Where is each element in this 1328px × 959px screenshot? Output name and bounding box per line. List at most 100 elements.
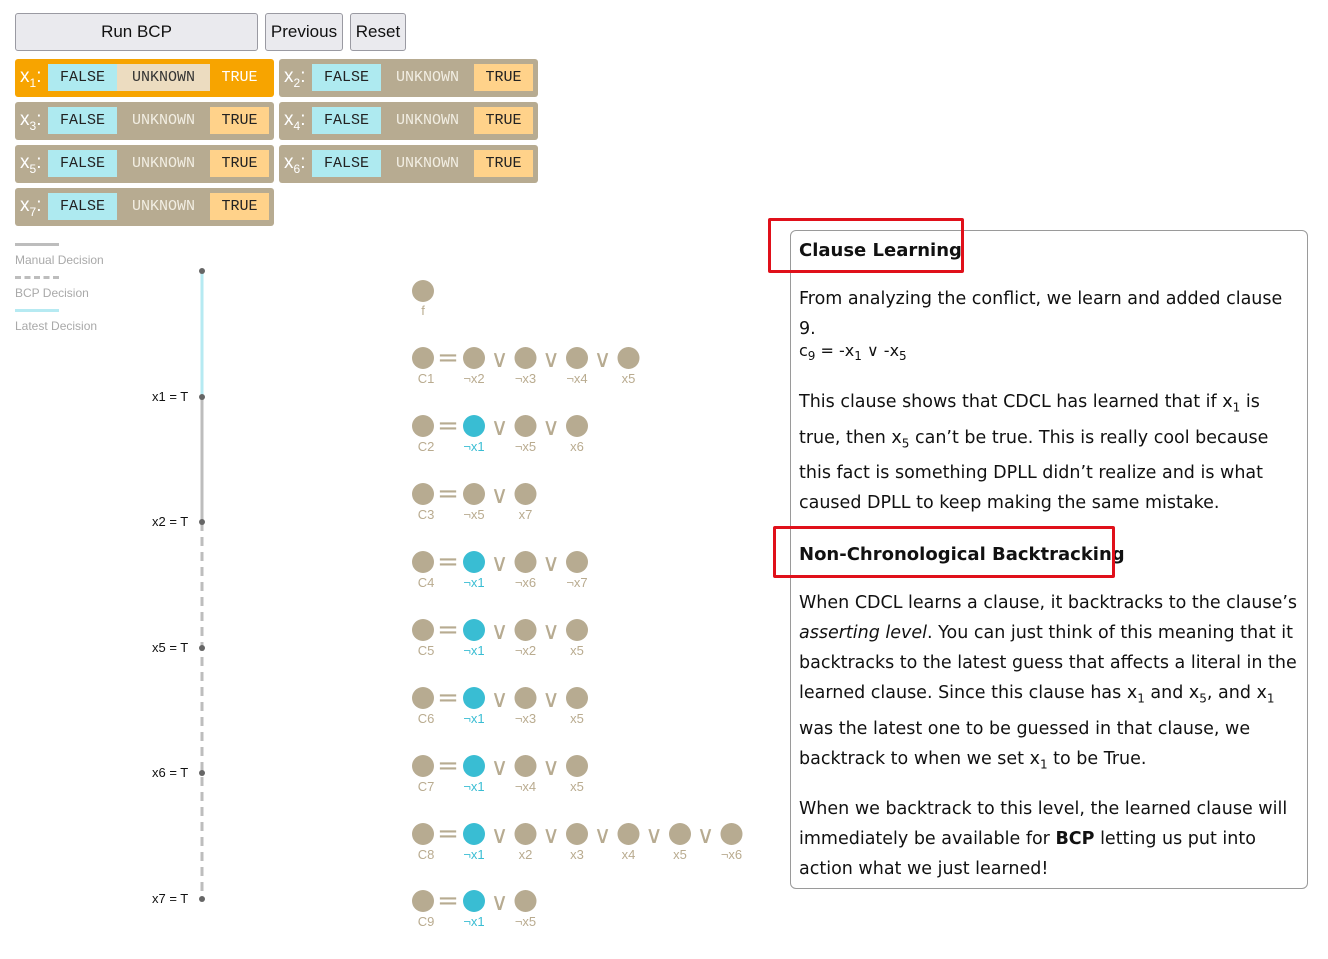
legend-manual: Manual Decision [15,243,104,267]
timeline-label-5: x7 = T [152,891,189,906]
previous-button[interactable]: Previous [265,13,343,51]
decision-timeline [199,268,205,902]
x7-false-option[interactable]: FALSE [48,193,117,220]
literal-label: ¬x1 [463,439,485,454]
clause-node [412,890,434,912]
x5-false-option[interactable]: FALSE [48,150,117,177]
literal-label: x2 [518,847,533,862]
literal-label: ¬x6 [720,847,743,862]
timeline-node [199,770,205,776]
clause-node [412,619,434,641]
x2-false-option[interactable]: FALSE [312,64,381,91]
variable-name: x3: [20,109,42,133]
x4-unknown-option[interactable]: UNKNOWN [395,112,459,129]
clause-node [412,551,434,573]
or-symbol: ∨ [491,617,509,645]
legend-bcp: BCP Decision [15,276,89,300]
panel-p4-a: When we backtrack to this level, the lea… [799,799,1288,849]
run-bcp-button[interactable]: Run BCP [15,13,258,51]
or-symbol: ∨ [491,549,509,577]
literal-label: ¬x5 [514,914,537,929]
literal-label: ¬x7 [566,575,588,590]
panel-p4-b: letting us put into action what we just … [799,829,1256,879]
or-symbol: ∨ [542,549,560,577]
x6-false-option[interactable]: FALSE [312,150,381,177]
literal-node [463,890,485,912]
x2-unknown-option[interactable]: UNKNOWN [395,69,459,86]
x5-true-option[interactable]: TRUE [210,150,269,177]
clause-label: C1 [417,371,435,386]
or-symbol: ∨ [542,345,560,373]
equals-sign: = [437,683,459,713]
literal-label: ¬x2 [463,371,485,386]
timeline-node [199,645,205,651]
clause-node [412,483,434,505]
literal-node [566,687,588,709]
x2-true-option[interactable]: TRUE [474,64,533,91]
x1-unknown-option[interactable]: UNKNOWN [117,64,210,91]
literal-node [514,619,537,641]
x1-true-option[interactable]: TRUE [210,64,269,91]
highlight-box-backtracking [773,526,1115,578]
literal-label: ¬x1 [463,914,485,929]
literal-label: x4 [621,847,636,862]
or-symbol: ∨ [542,753,560,781]
clause-label: C7 [417,779,435,794]
clause-label: C4 [417,575,435,590]
literal-node [463,415,485,437]
or-symbol: ∨ [491,821,509,849]
literal-label: x5 [673,847,687,862]
literal-node [720,823,743,845]
literal-label: x6 [570,439,584,454]
clause-learning-title: Clause Learning [799,240,962,261]
or-symbol: ∨ [542,821,560,849]
x3-true-option[interactable]: TRUE [210,107,269,134]
or-symbol: ∨ [645,821,663,849]
clause-label: C8 [417,847,435,862]
variable-name: x6: [284,152,306,176]
or-symbol: ∨ [491,753,509,781]
x5-unknown-option[interactable]: UNKNOWN [131,155,195,172]
result-label: f [421,303,425,318]
literal-node [514,551,537,573]
timeline-label-3: x5 = T [152,640,189,655]
timeline-label-1: x1 = T [152,389,189,404]
literal-node [463,551,485,573]
x7-true-option[interactable]: TRUE [210,193,269,220]
panel-paragraph-3: When CDCL learns a clause, it backtracks… [799,593,1298,771]
literal-label: x5 [570,643,584,658]
literal-node [463,687,485,709]
literal-label: ¬x3 [514,711,537,726]
legend-latest-line [15,309,59,312]
x6-true-option[interactable]: TRUE [474,150,533,177]
equals-sign: = [437,479,459,509]
panel-paragraph-2: This clause shows that CDCL has learned … [799,392,1269,513]
learned-clause-formula: c9 = -x1 ∨ -x5 [799,341,907,364]
variable-name: x1: [20,66,42,90]
literal-label: ¬x1 [463,779,485,794]
x1-false-option[interactable]: FALSE [48,64,117,91]
equals-sign: = [437,751,459,781]
legend-latest: Latest Decision [15,309,97,333]
clause-node [412,755,434,777]
clause-node [412,415,434,437]
equals-sign: = [437,819,459,849]
or-symbol: ∨ [491,413,509,441]
x4-true-option[interactable]: TRUE [474,107,533,134]
x4-false-option[interactable]: FALSE [312,107,381,134]
clause-label: C2 [417,439,435,454]
or-symbol: ∨ [491,481,509,509]
or-symbol: ∨ [491,888,509,916]
x3-false-option[interactable]: FALSE [48,107,117,134]
x6-unknown-option[interactable]: UNKNOWN [395,155,459,172]
literal-node [463,823,485,845]
x3-unknown-option[interactable]: UNKNOWN [131,112,195,129]
literal-node [566,619,588,641]
reset-button[interactable]: Reset [350,13,406,51]
equals-sign: = [437,615,459,645]
x7-unknown-option[interactable]: UNKNOWN [131,198,195,215]
legend-bcp-label: BCP Decision [15,286,89,300]
literal-node [463,347,485,369]
